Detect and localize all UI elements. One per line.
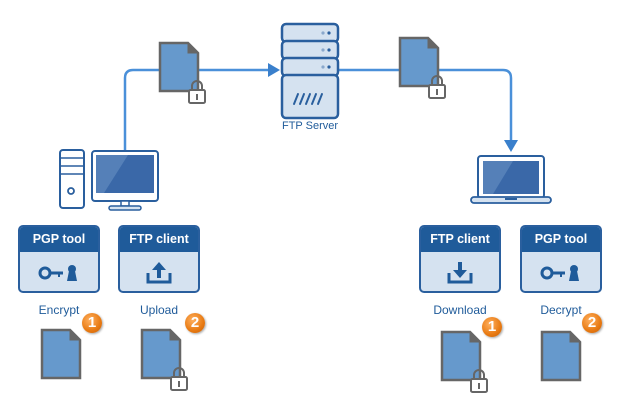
upload-connector [123,68,268,150]
step-label-encrypt: Encrypt [38,303,80,317]
lock-icon [188,80,206,104]
receiver-ftp-client-card[interactable]: FTP client [419,225,501,293]
step-label-upload: Upload [139,303,179,317]
step-label-decrypt: Decrypt [540,303,582,317]
ftp-server-label: FTP Server [281,120,339,132]
encrypted-file-in-transit-upload-icon [158,41,206,104]
encrypted-file-icon [440,330,488,393]
encrypted-file-icon [140,328,188,391]
lock-icon [170,367,188,391]
download-icon [447,261,473,283]
step-badge: 1 [82,313,102,333]
step-badge: 2 [185,313,205,333]
sender-pgp-tool-card[interactable]: PGP tool [18,225,100,293]
lock-icon [428,75,446,99]
upload-icon [146,261,172,283]
tool-title: FTP client [120,227,198,252]
plain-file-icon [540,330,582,382]
download-connector [333,68,513,140]
laptop-icon [470,155,552,204]
lock-icon [470,369,488,393]
tool-title: PGP tool [522,227,600,252]
tool-title: FTP client [421,227,499,252]
arrow-to-server-icon [268,63,280,77]
ftp-server-icon [280,22,340,120]
sender-ftp-client-card[interactable]: FTP client [118,225,200,293]
tool-title: PGP tool [20,227,98,252]
encrypted-file-in-transit-download-icon [398,36,446,99]
step-badge: 1 [482,317,502,337]
arrow-to-laptop-icon [504,140,518,152]
key-icon [540,264,579,281]
receiver-pgp-tool-card[interactable]: PGP tool [520,225,602,293]
key-icon [38,264,77,281]
step-label-download: Download [433,303,487,317]
desktop-computer-icon [59,149,159,211]
plain-file-icon [40,328,82,380]
step-badge: 2 [582,313,602,333]
